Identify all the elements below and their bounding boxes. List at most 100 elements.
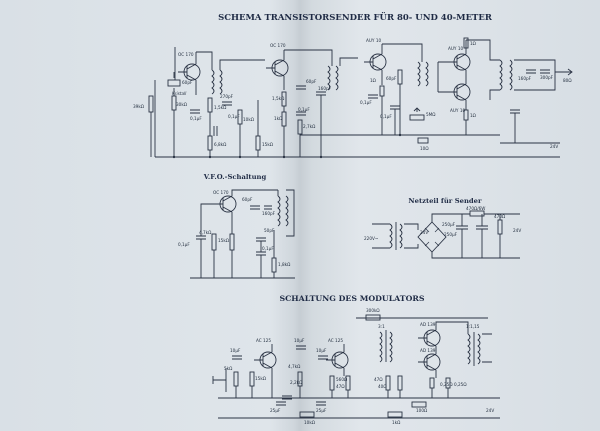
svg-text:1Ω: 1Ω xyxy=(470,113,477,118)
svg-text:10kΩ: 10kΩ xyxy=(243,117,255,122)
resistor-470-6w xyxy=(469,210,485,217)
coil-l3-icon xyxy=(382,43,429,87)
resistor-2k7 xyxy=(297,119,303,135)
crystal-icon xyxy=(167,72,181,96)
svg-text:0,25Ω: 0,25Ω xyxy=(440,382,453,387)
svg-text:470Ω/6W: 470Ω/6W xyxy=(466,206,485,211)
vfo-schematic: OC 170 60pF 160pF 0,1µF 4,7kΩ 15kΩ 50pF … xyxy=(178,189,295,279)
mod-cap-10uf-3 xyxy=(318,355,328,360)
label-ad139-1: AD 139 xyxy=(420,322,436,327)
netzteil-schematic: 220V~ 24V 470Ω/6W 250µF 250µF 470Ω 24V xyxy=(364,206,521,259)
svg-text:300kΩ: 300kΩ xyxy=(366,308,380,313)
svg-text:60pF: 60pF xyxy=(182,80,193,85)
svg-text:160pF: 160pF xyxy=(262,211,276,216)
potentiometer-icon xyxy=(409,107,429,144)
transistor-ac125-1 xyxy=(254,344,277,376)
svg-text:560Ω: 560Ω xyxy=(336,377,348,382)
main-title: SCHEMA TRANSISTORSENDER FÜR 80- UND 40-M… xyxy=(218,10,493,23)
svg-text:270pF: 270pF xyxy=(220,94,234,99)
svg-text:1Ω: 1Ω xyxy=(470,41,477,46)
label-ac125-1: AC 125 xyxy=(256,338,271,343)
svg-text:39kΩ: 39kΩ xyxy=(133,104,145,109)
label-t4: AUY 10 xyxy=(448,46,463,51)
svg-text:47Ω: 47Ω xyxy=(374,377,383,382)
transistor-auy10-pa-top xyxy=(448,40,471,76)
mod-cap-10uf-1 xyxy=(232,355,242,360)
label-220v: 220V~ xyxy=(364,236,379,241)
resistor-10k-mod xyxy=(299,411,315,418)
svg-text:0,1µF: 0,1µF xyxy=(178,242,190,247)
modulator-schematic: AC 125 AC 125 AD 139 AD 139 300kΩ 3:1 1:… xyxy=(212,308,500,425)
mod-cap-10uf-2 xyxy=(296,345,306,350)
resistor-300k xyxy=(365,314,381,321)
vfo-label-transistor: OC 170 xyxy=(213,190,229,195)
transistor-oc170-vfo xyxy=(214,189,278,222)
svg-text:4,7kΩ: 4,7kΩ xyxy=(199,230,212,235)
label-t3: AUY 10 xyxy=(366,38,381,43)
svg-text:50pF: 50pF xyxy=(264,228,275,233)
driver-transformer-icon xyxy=(379,330,393,363)
vfo-resistor-15k xyxy=(229,233,235,251)
vfo-coil-icon xyxy=(277,189,295,237)
svg-text:0,1µF: 0,1µF xyxy=(380,114,392,119)
svg-text:1,8kΩ: 1,8kΩ xyxy=(278,262,291,267)
transistor-oc170-osc xyxy=(178,52,201,95)
svg-text:24V: 24V xyxy=(420,230,428,235)
svg-text:1,5kΩ: 1,5kΩ xyxy=(272,96,285,101)
resistor-1k5 xyxy=(207,97,213,113)
resistor-6k8 xyxy=(207,135,213,151)
svg-text:1kΩ: 1kΩ xyxy=(392,420,401,425)
output-transformer-icon xyxy=(466,39,513,100)
vfo-resistor-4k7 xyxy=(211,233,217,251)
svg-text:6,8kΩ: 6,8kΩ xyxy=(214,142,227,147)
resistor-15k xyxy=(255,135,261,151)
transistor-ad139-top xyxy=(418,321,452,352)
svg-text:470Ω: 470Ω xyxy=(494,214,506,219)
svg-text:10µF: 10µF xyxy=(294,338,305,343)
svg-text:0,1µF: 0,1µF xyxy=(228,114,240,119)
svg-text:1kΩ: 1kΩ xyxy=(274,116,283,121)
antenna-output-arrow xyxy=(555,68,573,76)
svg-text:160pF: 160pF xyxy=(318,86,332,91)
transistor-auy10-pa-bottom xyxy=(448,76,471,110)
svg-text:60pF: 60pF xyxy=(386,76,397,81)
mains-transformer-icon xyxy=(372,222,419,250)
mod-caps-25uf xyxy=(276,401,326,406)
svg-text:1:1,15: 1:1,15 xyxy=(466,324,480,329)
microphone-input-icon xyxy=(212,376,218,384)
svg-text:0,25Ω: 0,25Ω xyxy=(454,382,467,387)
vfo-title: V.F.O.-Schaltung xyxy=(203,173,267,181)
vfo-resistor-1k8 xyxy=(271,257,277,273)
svg-text:1,5kΩ: 1,5kΩ xyxy=(214,105,227,110)
svg-text:60pF: 60pF xyxy=(242,197,253,202)
vfo-tank-caps xyxy=(250,205,272,210)
svg-text:5MΩ: 5MΩ xyxy=(426,112,436,117)
capacitor-160pf xyxy=(316,91,326,96)
svg-text:4,7kΩ: 4,7kΩ xyxy=(288,364,301,369)
svg-text:3:1: 3:1 xyxy=(378,324,385,329)
transmitter-schematic: OC 170 OC 170 AUY 10 AUY 10 AUY 10 Krist… xyxy=(133,37,573,159)
resistor-1ohm xyxy=(379,85,385,97)
svg-text:47Ω: 47Ω xyxy=(336,384,345,389)
resistor-1ohm-top xyxy=(463,37,469,49)
svg-text:2,7kΩ: 2,7kΩ xyxy=(303,124,316,129)
svg-text:24V: 24V xyxy=(486,408,494,413)
svg-text:10Ω: 10Ω xyxy=(420,146,429,151)
transistor-oc170-buffer xyxy=(266,50,289,90)
capacitor-60pf xyxy=(296,85,306,90)
svg-text:160pF: 160pF xyxy=(518,76,532,81)
svg-text:250µF: 250µF xyxy=(444,232,458,237)
transistor-ac125-2 xyxy=(326,344,349,376)
svg-text:25µF: 25µF xyxy=(316,408,327,413)
svg-text:60pF: 60pF xyxy=(306,79,317,84)
capacitor-0-1uf xyxy=(390,105,400,110)
label-crystal: Kristall xyxy=(172,91,187,96)
svg-text:10µF: 10µF xyxy=(230,348,241,353)
svg-text:30kΩ: 30kΩ xyxy=(176,102,188,107)
modulation-transformer-icon xyxy=(452,321,492,366)
svg-text:0,1µF: 0,1µF xyxy=(298,107,310,112)
coil-l2-icon xyxy=(284,49,358,91)
transistor-ad139-bottom xyxy=(418,352,441,378)
